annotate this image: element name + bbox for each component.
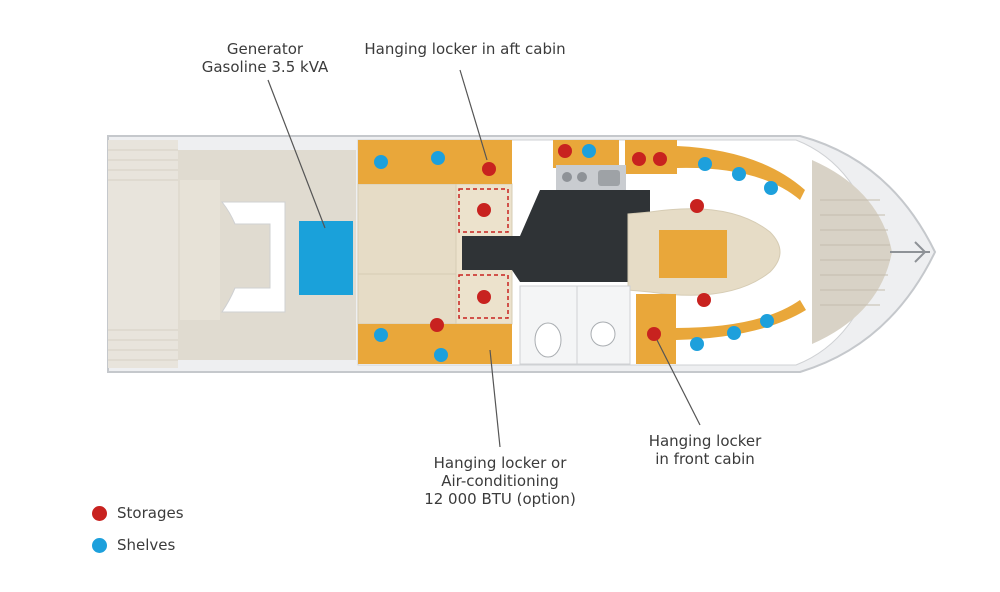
platform-planks — [108, 149, 178, 361]
shelf-marker — [732, 167, 746, 181]
generator-label-line2: Gasoline 3.5 kVA — [201, 58, 329, 76]
storage-marker — [477, 203, 491, 217]
aircon-label-line2: Air-conditioning — [441, 472, 559, 490]
toilet — [534, 322, 562, 358]
generator-block — [299, 221, 353, 295]
red-dot-icon — [92, 505, 107, 521]
shelf-marker — [582, 144, 596, 158]
aircon-label-line1: Hanging locker or — [433, 454, 567, 472]
stove-burner — [577, 172, 587, 182]
storage-hatch-lower — [458, 274, 509, 319]
storage-marker — [647, 327, 661, 341]
shelf-marker — [431, 151, 445, 165]
shelf-marker — [374, 155, 388, 169]
cockpit-bench — [220, 201, 286, 313]
shelf-markers — [374, 144, 778, 362]
front-table — [659, 230, 727, 278]
aft-locker-label: Hanging locker in aft cabin — [340, 40, 590, 58]
stove-burner — [562, 172, 572, 182]
bow-planks — [820, 199, 890, 306]
legend-shelves: Shelves — [92, 536, 175, 554]
washbasin — [590, 321, 616, 347]
storage-marker — [697, 293, 711, 307]
aft-bed-top — [357, 183, 457, 275]
legend-shelves-label: Shelves — [117, 536, 176, 554]
storage-markers — [430, 144, 711, 341]
shelf-marker — [764, 181, 778, 195]
leader-lines — [267, 69, 701, 448]
storage-marker — [690, 199, 704, 213]
storage-marker — [482, 162, 496, 176]
storage-marker — [653, 152, 667, 166]
generator-label-line1: Generator — [226, 40, 304, 58]
sink — [598, 170, 620, 186]
blue-dot-icon — [92, 537, 107, 553]
legend-storages-label: Storages — [117, 504, 184, 522]
cockpit-table — [180, 180, 220, 320]
shelf-marker — [698, 157, 712, 171]
front-locker-label: Hanging locker in front cabin — [630, 432, 780, 468]
generator-label: Generator Gasoline 3.5 kVA — [180, 40, 350, 76]
legend-storages: Storages — [92, 504, 184, 522]
aircon-label: Hanging locker or Air-conditioning 12 00… — [405, 454, 595, 508]
storage-marker — [558, 144, 572, 158]
aft-locker-label-line1: Hanging locker in aft cabin — [364, 40, 566, 58]
front-locker-label-line2: in front cabin — [655, 450, 755, 468]
head-compartment — [519, 285, 631, 365]
aircon-label-line3: 12 000 BTU (option) — [424, 490, 576, 508]
swim-platform — [108, 140, 178, 368]
shelf-marker — [760, 314, 774, 328]
aft-bed-bottom — [357, 273, 457, 325]
shelf-marker — [690, 337, 704, 351]
shelf-marker — [434, 348, 448, 362]
front-locker-label-line1: Hanging locker — [648, 432, 762, 450]
shelf-marker — [374, 328, 388, 342]
bow-deck — [812, 160, 892, 344]
storage-marker — [430, 318, 444, 332]
storage-hatch-upper — [458, 188, 509, 233]
anchor-icon — [890, 241, 930, 263]
storage-marker — [632, 152, 646, 166]
shelf-marker — [727, 326, 741, 340]
storage-marker — [477, 290, 491, 304]
